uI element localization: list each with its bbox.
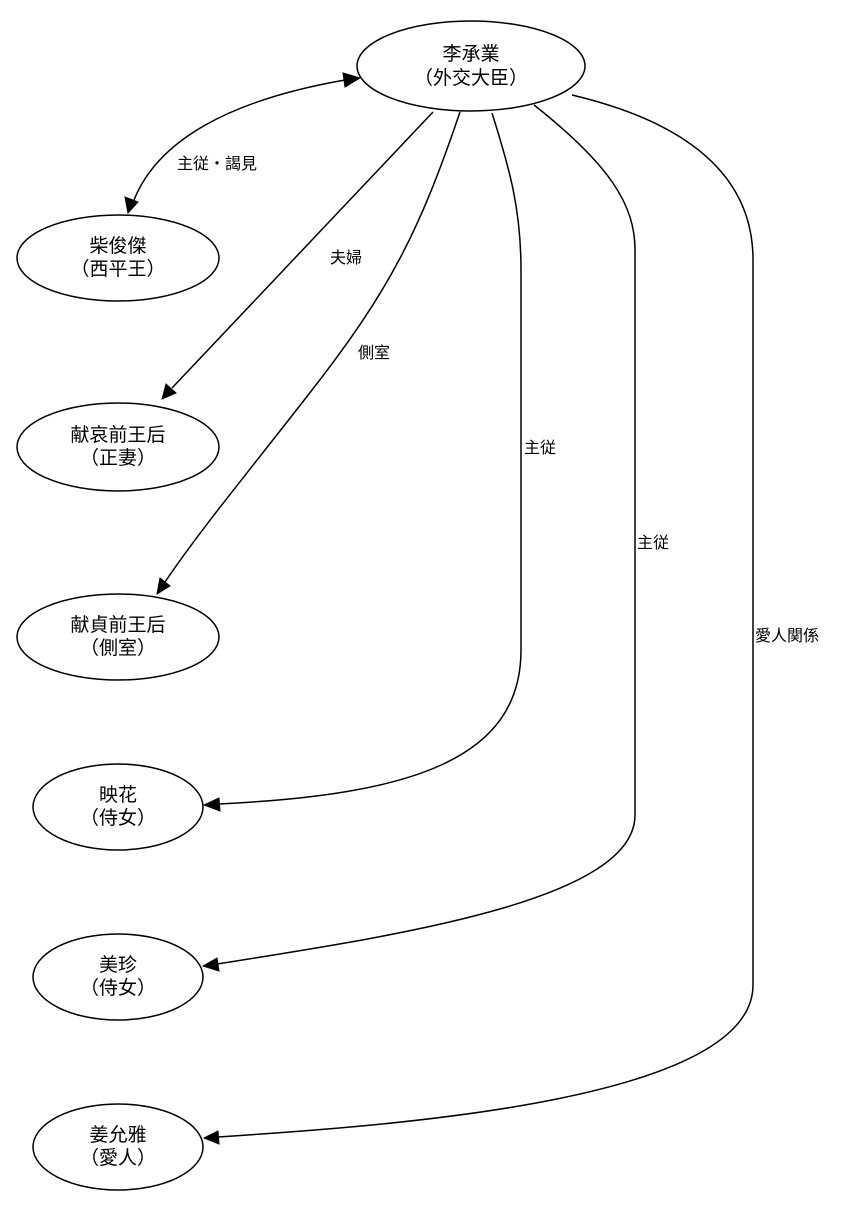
arrow-head [342,72,362,88]
edge-label: 主従 [637,533,669,552]
arrow-head [202,797,221,812]
node-role: （侍女） [80,807,156,829]
node-li: 李承業 （外交大臣） [356,20,586,112]
node-name: 美珍 [99,954,137,976]
node-role: （愛人） [80,1147,156,1169]
arrow-head [201,957,220,972]
edge-label: 愛人関係 [755,626,819,645]
edge-label: 側室 [358,343,390,362]
node-mitama: 美珍 （侍女） [32,933,204,1021]
node-kenai: 献哀前王后 （正妻） [16,402,220,492]
node-name: 献貞前王后 [70,614,165,636]
edge-li-eika: 主従 [202,112,556,812]
node-name: 柴俊傑 [89,235,146,257]
edge-label: 主従・謁見 [177,154,257,173]
node-eika: 映花 （侍女） [32,763,204,851]
node-role: （側室） [80,637,156,659]
edge-li-kenai: 夫婦 [161,111,434,400]
arrow-head [161,383,177,400]
node-role: （正妻） [80,447,156,469]
node-role: （外交大臣） [414,67,528,89]
node-role: （西平王） [70,258,165,280]
node-name: 映花 [99,784,137,806]
edge-li-kyo: 愛人関係 [202,94,819,1145]
edge-li-kentei: 側室 [156,111,461,596]
node-role: （侍女） [80,977,156,999]
arrow-head [124,196,139,215]
edge-li-mitama: 主従 [201,104,669,972]
node-kyo: 姜允雅 （愛人） [32,1103,204,1191]
arrow-head [156,577,171,596]
arrow-head [202,1130,220,1145]
node-kentei: 献貞前王后 （側室） [16,593,220,681]
node-name: 献哀前王后 [70,424,165,446]
node-name: 姜允雅 [89,1124,146,1146]
edge-li-chai: 主従・謁見 [124,72,362,215]
edge-label: 主従 [524,438,556,457]
node-chai: 柴俊傑 （西平王） [16,214,220,302]
node-name: 李承業 [442,43,499,65]
edge-label: 夫婦 [330,248,362,267]
